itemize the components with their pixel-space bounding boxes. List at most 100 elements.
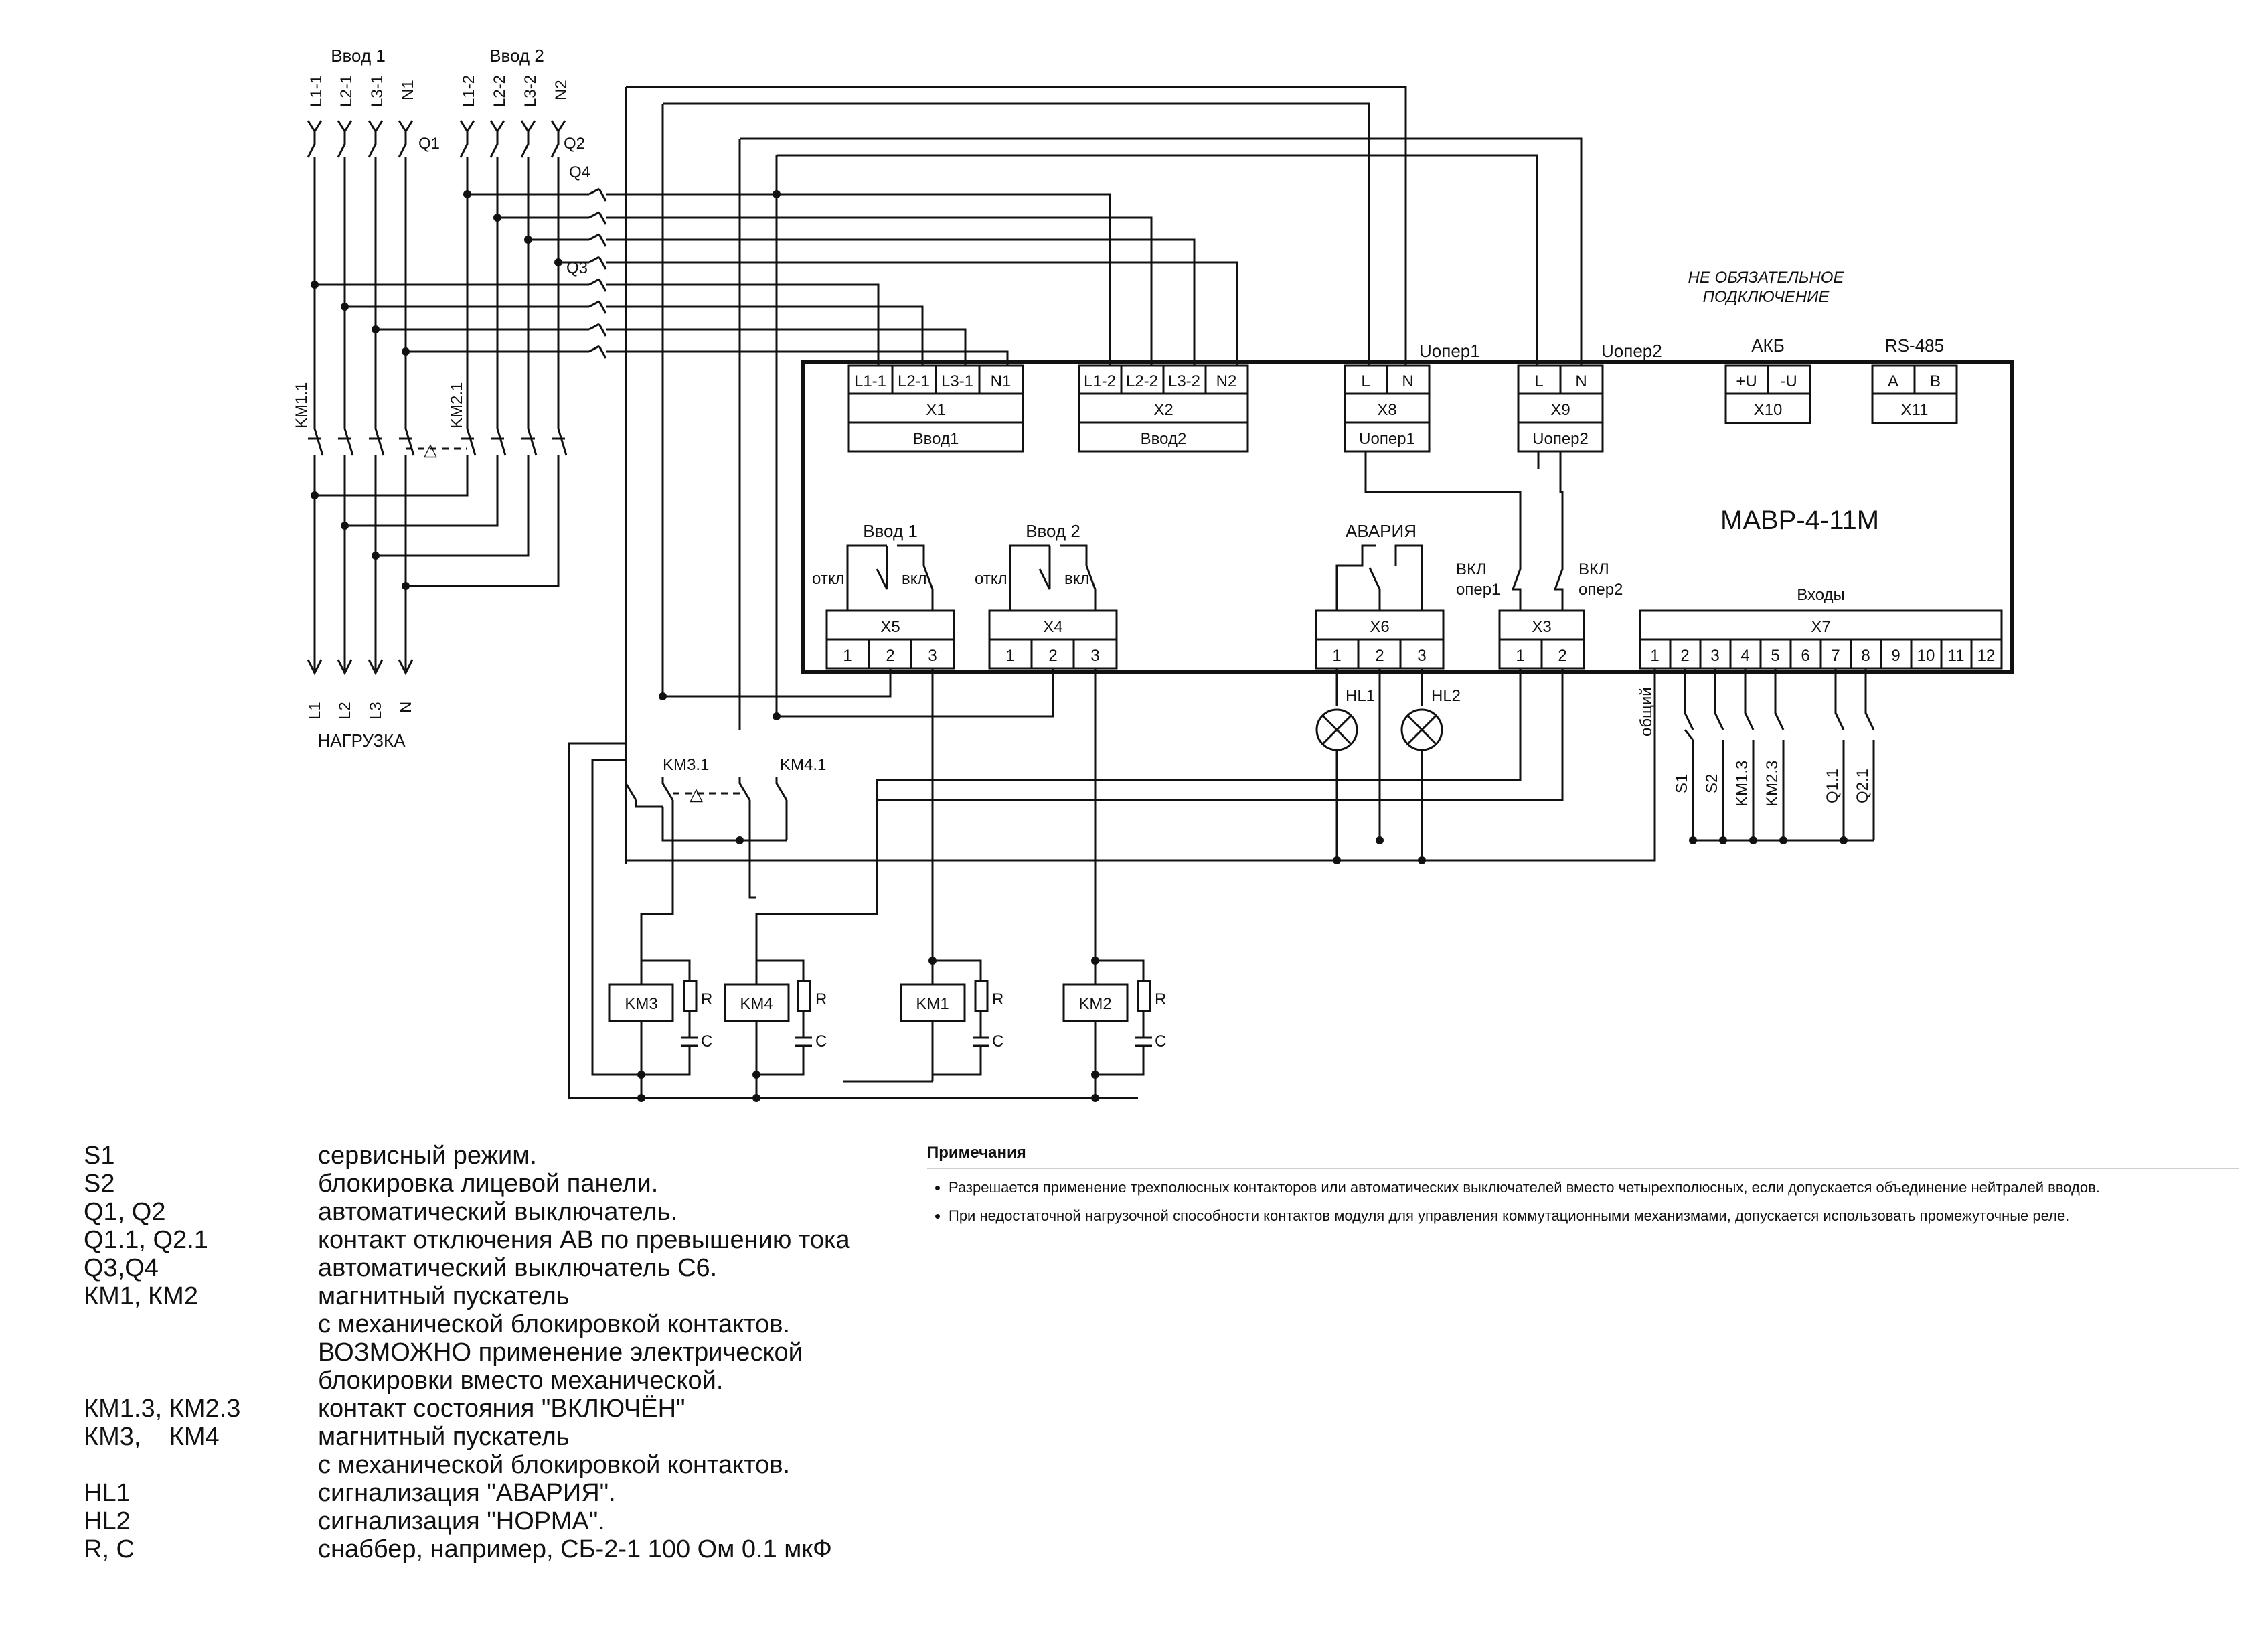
x1-term-1: L1-1 bbox=[854, 372, 886, 390]
x4-name: X4 bbox=[1043, 618, 1062, 636]
notes-list: Разрешается применение трехполюсных конт… bbox=[927, 1178, 2239, 1225]
x3-name: X3 bbox=[1532, 618, 1551, 636]
x3-vkl2-line1: ВКЛ bbox=[1578, 560, 1609, 578]
legend-desc: блокировки вместо механической. bbox=[318, 1367, 724, 1395]
legend-desc: магнитный пускатель bbox=[318, 1282, 570, 1310]
x2-term-1: L1-2 bbox=[1084, 372, 1116, 390]
q2-breaker bbox=[459, 120, 566, 158]
legend-desc: автоматический выключатель. bbox=[318, 1198, 678, 1226]
x4-on: вкл bbox=[1064, 570, 1090, 588]
q3-breaker bbox=[588, 278, 616, 359]
x1-term-3: L3-1 bbox=[941, 372, 973, 390]
input1-n: N1 bbox=[399, 80, 417, 100]
x3-vkl1-line1: ВКЛ bbox=[1456, 560, 1487, 578]
legend-code: КМ1.3, КМ2.3 bbox=[84, 1395, 241, 1423]
legend-code: S2 bbox=[84, 1170, 115, 1198]
uoper2-label: Uопер2 bbox=[1601, 341, 1662, 361]
q2-label: Q2 bbox=[564, 135, 585, 153]
x7-term-11: 11 bbox=[1948, 647, 1965, 665]
input2-l1: L1-2 bbox=[460, 75, 478, 107]
legend-row: с механической блокировкой контактов. bbox=[84, 1310, 920, 1338]
notes-title: Примечания bbox=[927, 1144, 2239, 1169]
note-item: При недостаточной нагрузочной способност… bbox=[949, 1207, 2239, 1225]
q4-breaker bbox=[588, 187, 616, 270]
input-contact-km1-3: KM1.3 bbox=[1733, 761, 1751, 807]
hl1-label: HL1 bbox=[1346, 687, 1375, 705]
coil-km2 bbox=[1062, 957, 1152, 1102]
legend-code: Q3,Q4 bbox=[84, 1254, 159, 1282]
terminal-x3: X3 1 2 bbox=[1364, 451, 1585, 670]
q4-label: Q4 bbox=[569, 163, 590, 181]
x7-term-4: 4 bbox=[1740, 647, 1749, 665]
x9-desc: Uопер2 bbox=[1532, 430, 1589, 448]
x3-term-1: 1 bbox=[1516, 647, 1524, 665]
x2-term-4: N2 bbox=[1216, 372, 1237, 390]
legend-code: Q1.1, Q2.1 bbox=[84, 1226, 208, 1254]
x6-term-3: 3 bbox=[1417, 647, 1426, 665]
km2-1-label: KM2.1 bbox=[448, 382, 466, 429]
x7-term-12: 12 bbox=[1977, 647, 1996, 665]
x10-name: X10 bbox=[1754, 401, 1783, 419]
input2-l2: L2-2 bbox=[491, 75, 509, 107]
x7-term-5: 5 bbox=[1771, 647, 1779, 665]
coil-km1-name: KM1 bbox=[916, 995, 949, 1013]
coil-km4-r: R bbox=[815, 990, 827, 1008]
x6-term-2: 2 bbox=[1375, 647, 1384, 665]
coil-km2-c: C bbox=[1155, 1032, 1166, 1051]
legend-row: ВОЗМОЖНО применение электрической bbox=[84, 1338, 920, 1367]
x1-term-4: N1 bbox=[991, 372, 1011, 390]
rs485-label: RS-485 bbox=[1885, 335, 1944, 356]
notes-panel: Примечания Разрешается применение трехпо… bbox=[927, 1144, 2239, 1235]
note-item: Разрешается применение трехполюсных конт… bbox=[949, 1178, 2239, 1197]
optional-note-line1: НЕ ОБЯЗАТЕЛЬНОЕ bbox=[1688, 268, 1845, 287]
load-title: НАГРУЗКА bbox=[317, 730, 406, 751]
x2-desc: Ввод2 bbox=[1141, 430, 1187, 448]
input2-title: Ввод 2 bbox=[489, 46, 544, 66]
x4-title: Ввод 2 bbox=[1026, 521, 1080, 541]
x4-term-1: 1 bbox=[1005, 647, 1014, 665]
km3-1-contacts bbox=[625, 777, 674, 801]
coil-km1-r: R bbox=[992, 990, 1003, 1008]
legend-desc: автоматический выключатель С6. bbox=[318, 1254, 718, 1282]
hl1-lamp bbox=[1315, 708, 1358, 751]
input-contact-km2-3: KM2.3 bbox=[1763, 761, 1781, 807]
legend-desc: с механической блокировкой контактов. bbox=[318, 1310, 791, 1338]
x1-name: X1 bbox=[926, 401, 945, 419]
terminal-x1: L1-1 L2-1 L3-1 N1 X1 Ввод1 bbox=[847, 364, 1024, 453]
input-contact-q1-1: Q1.1 bbox=[1824, 769, 1842, 803]
coil-km4-c: C bbox=[815, 1032, 827, 1051]
x8-term-n: N bbox=[1402, 372, 1413, 390]
legend-code bbox=[84, 1338, 318, 1367]
legend-code: R, C bbox=[84, 1535, 135, 1563]
x7-term-10: 10 bbox=[1917, 647, 1935, 665]
coil-km3 bbox=[608, 959, 698, 1102]
legend-desc: сервисный режим. bbox=[318, 1142, 537, 1170]
module-body bbox=[801, 360, 2014, 674]
legend-code bbox=[84, 1310, 318, 1338]
q3-label: Q3 bbox=[566, 259, 588, 277]
x7-term-3: 3 bbox=[1710, 647, 1719, 665]
input2-l3: L3-2 bbox=[521, 75, 540, 107]
x6-title: АВАРИЯ bbox=[1346, 521, 1416, 541]
coil-km2-r: R bbox=[1155, 990, 1166, 1008]
x10-term-minus: -U bbox=[1780, 372, 1797, 390]
x7-title: Входы bbox=[1797, 586, 1845, 604]
x1-term-2: L2-1 bbox=[898, 372, 930, 390]
input1-l2: L2-1 bbox=[337, 75, 355, 107]
legend-desc: контакт отключения АВ по превышению тока bbox=[318, 1226, 850, 1254]
terminal-x7: X7 1 2 3 4 5 6 7 8 9 10 11 12 bbox=[1639, 609, 2003, 670]
input2-n: N2 bbox=[552, 80, 570, 100]
x4-off: откл bbox=[975, 570, 1007, 588]
coil-km1-c: C bbox=[992, 1032, 1003, 1051]
x5-term-1: 1 bbox=[843, 647, 852, 665]
x5-on: вкл bbox=[902, 570, 927, 588]
